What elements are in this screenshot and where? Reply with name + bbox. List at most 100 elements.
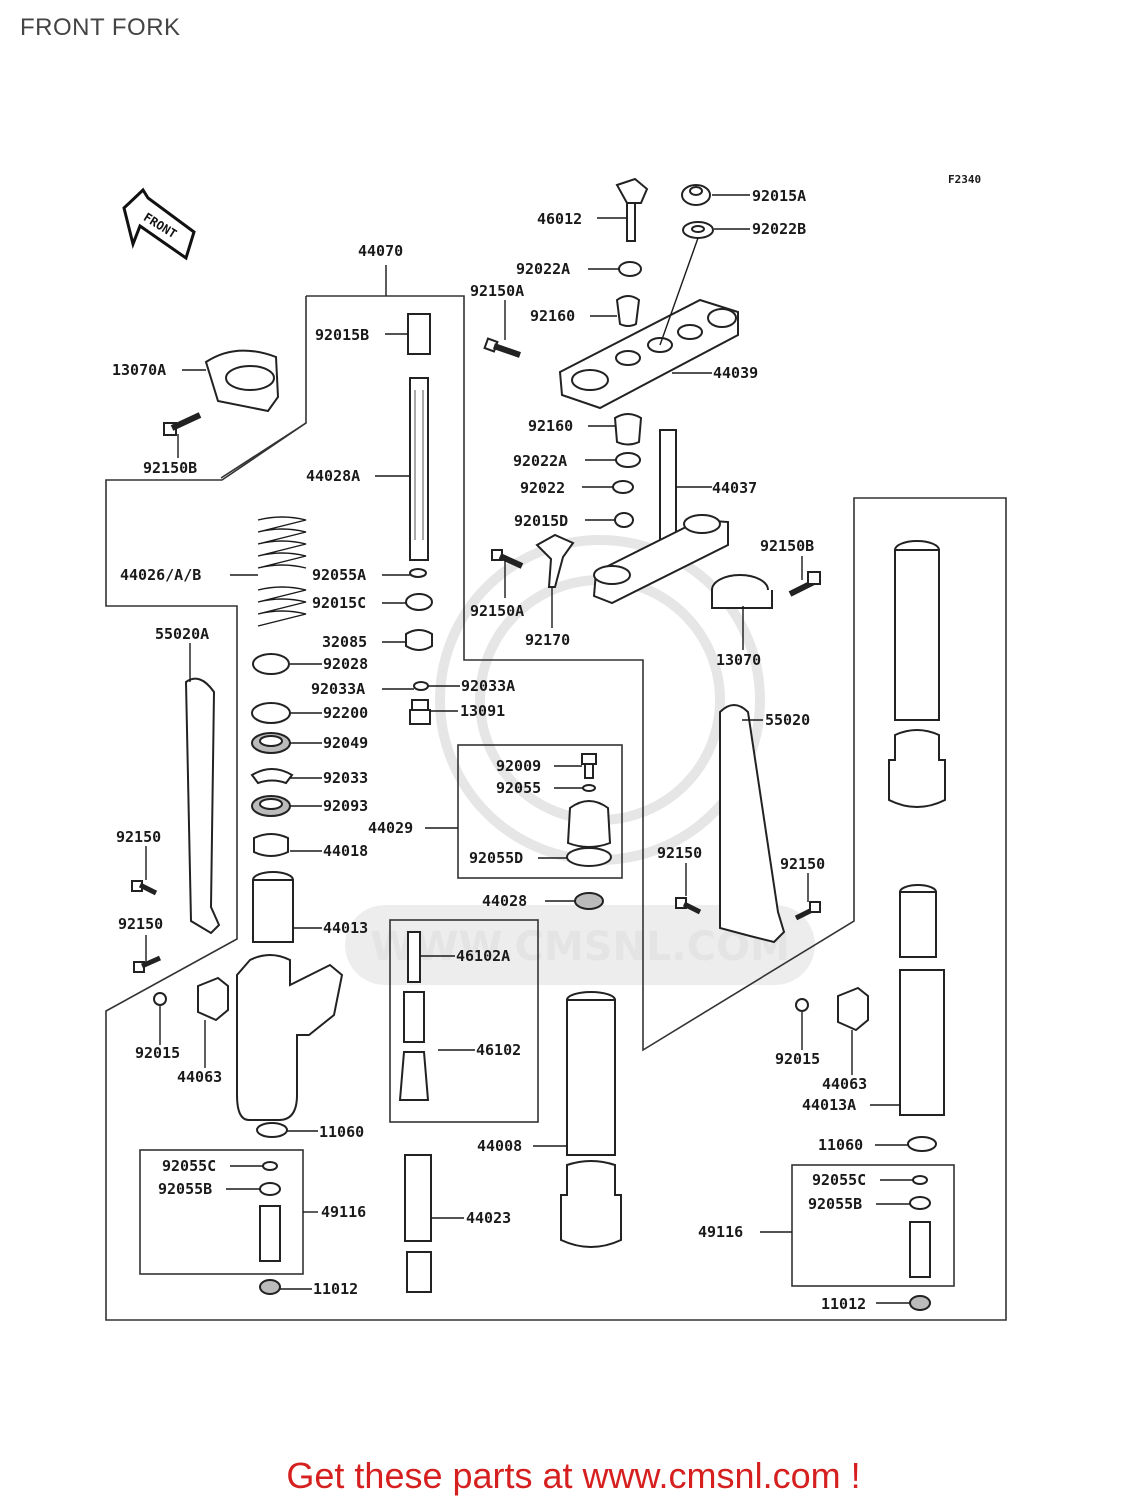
o-ring-icon bbox=[409, 568, 427, 578]
ring-icon bbox=[252, 653, 290, 675]
handlebar-clamp bbox=[711, 574, 773, 609]
page-title: FRONT FORK bbox=[20, 14, 181, 41]
damper-cylinder bbox=[404, 1154, 432, 1293]
nut-icon bbox=[795, 998, 809, 1012]
part-label: 11060 bbox=[818, 1136, 863, 1154]
part-label: 92150 bbox=[116, 828, 161, 846]
part-label: 44070 bbox=[358, 242, 403, 260]
part-label: 11060 bbox=[319, 1123, 364, 1141]
bolt-icon bbox=[615, 177, 649, 242]
part-label: 46102 bbox=[476, 1041, 521, 1059]
front-arrow-icon: FRONT bbox=[122, 187, 196, 261]
fork-guard-left bbox=[184, 677, 221, 935]
valve-assembly bbox=[259, 1161, 281, 1262]
part-label: 92093 bbox=[323, 797, 368, 815]
fork-guard-right bbox=[719, 704, 786, 944]
part-label: 92028 bbox=[323, 655, 368, 673]
part-label: 92150 bbox=[657, 844, 702, 862]
part-label: 92015 bbox=[775, 1050, 820, 1068]
part-label: 92033 bbox=[323, 769, 368, 787]
part-label: 92200 bbox=[323, 704, 368, 722]
part-label: 44013A bbox=[802, 1096, 856, 1114]
outer-tube-center bbox=[560, 991, 622, 1248]
valve-assembly bbox=[909, 1175, 931, 1278]
footer-link-text[interactable]: Get these parts at www.cmsnl.com ! bbox=[286, 1455, 861, 1496]
clamp-icon bbox=[197, 976, 229, 1022]
part-label: 11012 bbox=[821, 1295, 866, 1313]
part-label: 44063 bbox=[822, 1075, 867, 1093]
part-label: 44039 bbox=[713, 364, 758, 382]
part-label: 92022 bbox=[520, 479, 565, 497]
o-ring-icon bbox=[907, 1136, 937, 1152]
bolt-icon bbox=[483, 337, 521, 358]
inner-tube bbox=[252, 871, 294, 943]
part-label: 92015B bbox=[315, 326, 369, 344]
o-ring-icon bbox=[256, 1122, 288, 1138]
part-label: 92049 bbox=[323, 734, 368, 752]
nut-icon bbox=[407, 313, 431, 355]
bolt-icon bbox=[163, 412, 202, 436]
bolt-icon bbox=[675, 897, 702, 915]
bushing-icon bbox=[615, 295, 641, 327]
nut-icon bbox=[405, 593, 433, 611]
part-label: 44008 bbox=[477, 1137, 522, 1155]
part-label: 92022A bbox=[516, 260, 570, 278]
part-label: 92160 bbox=[530, 307, 575, 325]
part-label: 44037 bbox=[712, 479, 757, 497]
leader-lines bbox=[145, 194, 913, 1304]
washer-icon bbox=[618, 261, 642, 277]
part-label: 13070 bbox=[716, 651, 761, 669]
part-label: 92015C bbox=[312, 594, 366, 612]
part-label: 92055C bbox=[162, 1157, 216, 1175]
bolt-icon bbox=[788, 571, 821, 597]
handlebar-clamp bbox=[204, 349, 280, 413]
part-label: 92055A bbox=[312, 566, 366, 584]
part-label: 44028A bbox=[306, 467, 360, 485]
part-label: 55020A bbox=[155, 625, 209, 643]
seal-icon bbox=[251, 795, 291, 817]
nut-icon bbox=[153, 992, 167, 1006]
assembled-fork-upper bbox=[888, 540, 946, 808]
part-label: 92022B bbox=[752, 220, 806, 238]
bolt-icon bbox=[409, 699, 431, 725]
part-label: 92160 bbox=[528, 417, 573, 435]
part-label: 92150 bbox=[780, 855, 825, 873]
part-label: 92055B bbox=[158, 1180, 212, 1198]
bolt-icon bbox=[491, 549, 524, 569]
bushing-icon bbox=[253, 833, 289, 857]
seal-icon bbox=[251, 702, 291, 724]
nut-icon bbox=[259, 1279, 281, 1295]
upper-triple-clamp bbox=[558, 298, 739, 410]
part-label: 92150B bbox=[760, 537, 814, 555]
bolt-icon bbox=[131, 880, 158, 896]
nut-icon bbox=[909, 1295, 931, 1311]
rod-icon bbox=[398, 931, 430, 1101]
part-label: 44013 bbox=[323, 919, 368, 937]
part-label: 44023 bbox=[466, 1209, 511, 1227]
o-ring-icon bbox=[566, 847, 612, 867]
part-label: 49116 bbox=[321, 1203, 366, 1221]
part-label: 44028 bbox=[482, 892, 527, 910]
part-label: 92009 bbox=[496, 757, 541, 775]
part-label: 13070A bbox=[112, 361, 166, 379]
clamp-icon bbox=[837, 986, 869, 1032]
fork-spring bbox=[257, 516, 307, 627]
nut-icon bbox=[681, 184, 711, 206]
part-label: 92055B bbox=[808, 1195, 862, 1213]
watermark-text: WWW.CMSNL.COM bbox=[370, 924, 790, 970]
assembled-fork-lower bbox=[899, 884, 945, 1116]
bushing-icon bbox=[613, 413, 643, 446]
bracket-icon bbox=[535, 533, 575, 588]
part-label: 46102A bbox=[456, 947, 510, 965]
part-shapes bbox=[131, 177, 946, 1311]
part-label: 44029 bbox=[368, 819, 413, 837]
damper-rod bbox=[409, 377, 429, 561]
part-label: 55020 bbox=[765, 711, 810, 729]
seal-icon bbox=[251, 732, 291, 754]
o-ring-icon bbox=[582, 784, 596, 792]
part-label: 49116 bbox=[698, 1223, 743, 1241]
part-label: 92055C bbox=[812, 1171, 866, 1189]
washer-icon bbox=[612, 480, 634, 494]
part-label: 92150 bbox=[118, 915, 163, 933]
